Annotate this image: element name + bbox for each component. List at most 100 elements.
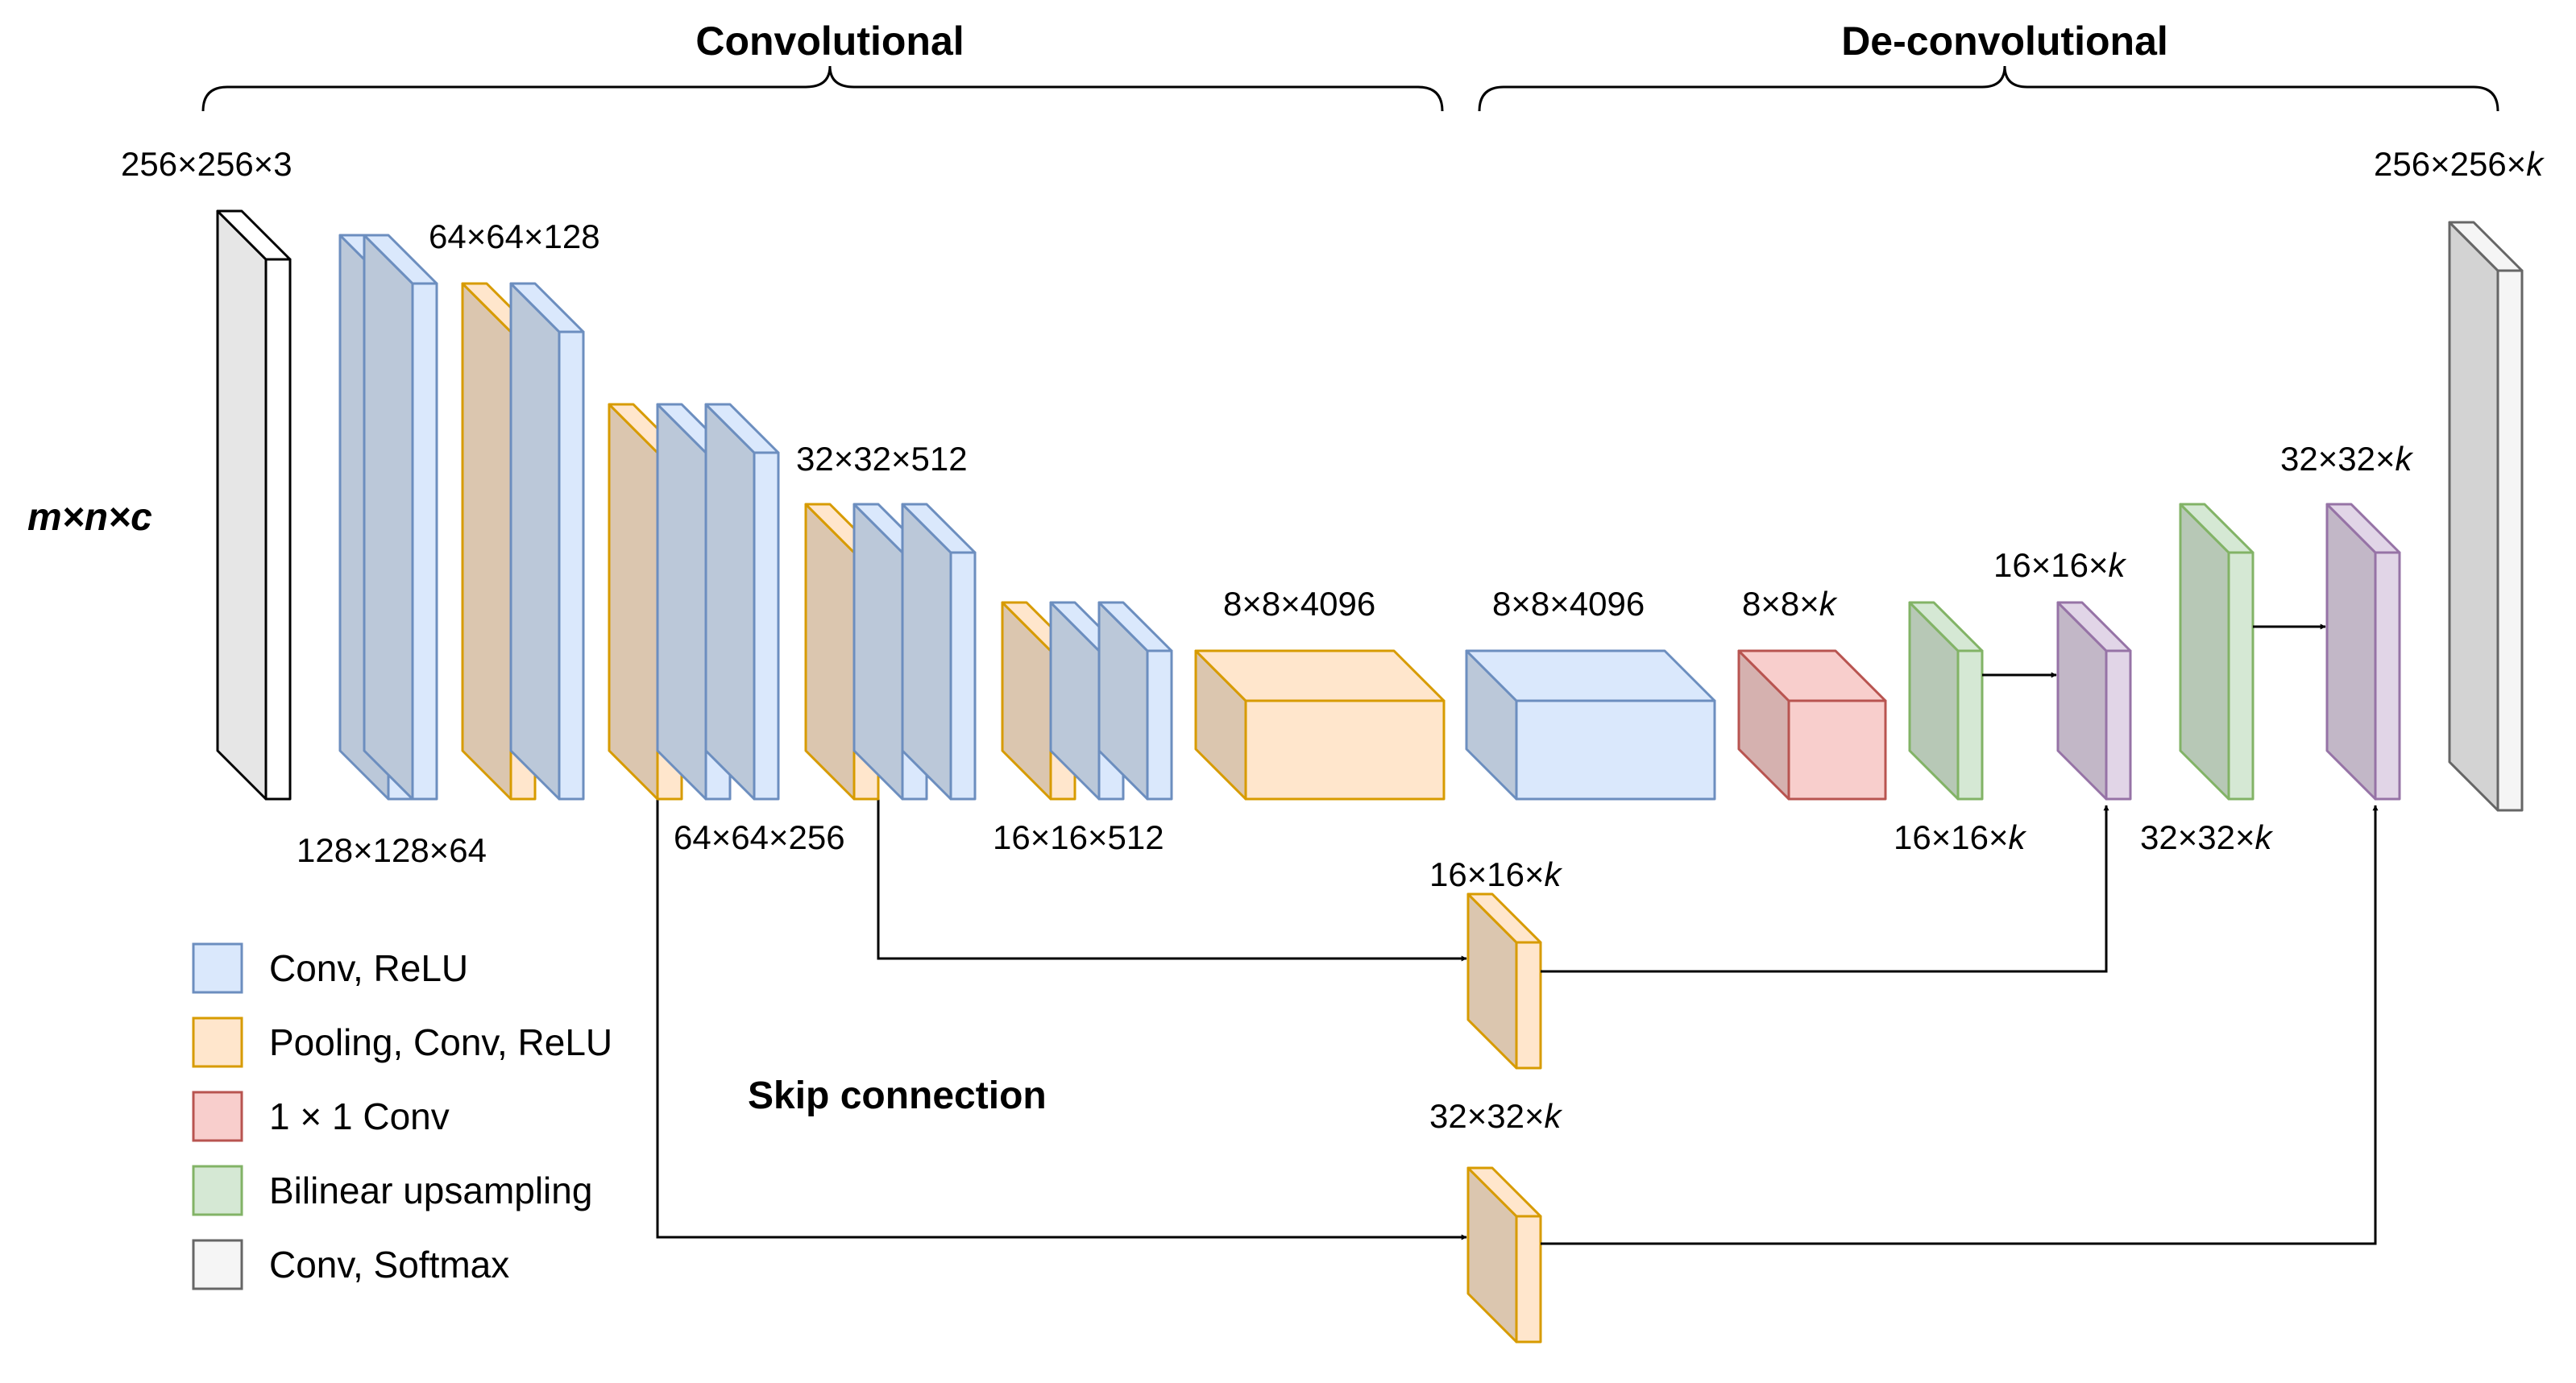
legend-label-1x1-conv: 1 × 1 Conv bbox=[269, 1095, 450, 1137]
dim-block3-top: 32×32×512 bbox=[796, 440, 968, 478]
dim-score: 8×8×k bbox=[1742, 585, 1838, 623]
dim-upsample1-text: 16×16× bbox=[1894, 818, 2009, 856]
block2-pool-side-face bbox=[461, 282, 512, 801]
upsample2-block-side-face bbox=[2179, 503, 2230, 801]
dimension-labels: 256×256×3 64×64×128 128×128×64 64×64×256… bbox=[121, 145, 2545, 1135]
skip2-input-line bbox=[656, 799, 1467, 1240]
dim-fc7: 8×8×4096 bbox=[1492, 585, 1645, 623]
dim-block4-bottom: 16×16×512 bbox=[993, 818, 1164, 856]
input-block-front-face bbox=[264, 258, 292, 801]
legend-label-conv-relu: Conv, ReLU bbox=[269, 947, 468, 989]
block4-conv-b-front-face bbox=[949, 551, 977, 801]
block3-conv-b-side-face bbox=[704, 403, 756, 801]
network-blocks bbox=[216, 209, 2524, 1344]
skip2-output-line bbox=[1541, 805, 2379, 1245]
block4-pool-side-face bbox=[804, 503, 856, 801]
skip2-pool-block-front-face bbox=[1515, 1215, 1542, 1344]
dim-fuse1-k: k bbox=[2109, 546, 2127, 584]
dim-score-text: 8×8× bbox=[1742, 585, 1819, 623]
legend-label-softmax: Conv, Softmax bbox=[269, 1244, 509, 1286]
legend-item-softmax: Conv, Softmax bbox=[192, 1239, 509, 1290]
fuse2-block-side-face bbox=[2325, 503, 2377, 801]
block2-conv-a bbox=[509, 282, 585, 801]
output-softmax-block-front-face bbox=[2496, 269, 2524, 812]
dim-upsample1-k: k bbox=[2009, 818, 2027, 856]
skip1-pool-block-front-face bbox=[1515, 941, 1542, 1070]
block5-conv-b-front-face bbox=[1146, 649, 1173, 801]
legend-label-pooling: Pooling, Conv, ReLU bbox=[269, 1021, 612, 1063]
dim-fc6: 8×8×4096 bbox=[1223, 585, 1375, 623]
block4-conv-b-side-face bbox=[901, 503, 952, 801]
legend-swatch-upsampling bbox=[192, 1165, 243, 1216]
dim-skip1: 16×16×k bbox=[1429, 855, 1563, 893]
dim-fuse1-text: 16×16× bbox=[1993, 546, 2109, 584]
legend-item-1x1-conv: 1 × 1 Conv bbox=[192, 1091, 450, 1142]
block2-conv-a-front-face bbox=[558, 330, 585, 801]
dim-block1-top: 64×64×128 bbox=[429, 217, 600, 255]
score-1x1-block-front-face bbox=[1787, 699, 1887, 801]
dim-skip1-k: k bbox=[1545, 855, 1563, 893]
upsample2-block-front-face bbox=[2227, 551, 2255, 801]
block4-conv-b bbox=[901, 503, 977, 801]
deconvolutional-heading-group: De-convolutional bbox=[1478, 19, 2499, 112]
fuse1-block-front-face bbox=[2105, 649, 2132, 801]
deconvolutional-heading: De-convolutional bbox=[1841, 19, 2168, 64]
input-block bbox=[216, 209, 292, 801]
dim-fuse2: 32×32×k bbox=[2280, 440, 2414, 478]
dim-skip2-text: 32×32× bbox=[1429, 1097, 1545, 1135]
legend-item-upsampling: Bilinear upsampling bbox=[192, 1165, 592, 1216]
convolutional-heading-group: Convolutional bbox=[201, 19, 1444, 112]
block1-conv-b-front-face bbox=[411, 282, 438, 801]
input-block-side-face bbox=[216, 209, 268, 801]
dim-input: 256×256×3 bbox=[121, 145, 292, 183]
output-softmax-block-side-face bbox=[2448, 221, 2499, 812]
skip-connection-label: Skip connection bbox=[748, 1075, 1047, 1117]
dim-fuse2-k: k bbox=[2396, 440, 2414, 478]
legend-swatch-pooling bbox=[192, 1017, 243, 1068]
block1-conv-b-side-face bbox=[363, 234, 414, 801]
dim-output-k: k bbox=[2526, 145, 2545, 183]
dim-fuse1: 16×16×k bbox=[1993, 546, 2127, 584]
block3-conv-a-side-face bbox=[656, 403, 707, 801]
fuse1-block bbox=[2056, 601, 2132, 801]
convolutional-brace bbox=[201, 65, 1444, 112]
skip1-output-line bbox=[1541, 805, 2109, 973]
input-tensor-label: m×n×c bbox=[27, 496, 152, 539]
skip1-input-line bbox=[877, 799, 1467, 962]
block5-conv-b bbox=[1097, 601, 1173, 801]
connectors bbox=[656, 799, 1467, 1240]
fc6-block bbox=[1194, 649, 1446, 801]
dim-upsample1: 16×16×k bbox=[1894, 818, 2027, 856]
convolutional-heading: Convolutional bbox=[695, 19, 964, 64]
score-1x1-block bbox=[1737, 649, 1887, 801]
block3-pool-side-face bbox=[608, 403, 659, 801]
fuse2-block bbox=[2325, 503, 2401, 801]
deconvolutional-brace bbox=[1478, 65, 2499, 112]
fc7-block-front-face bbox=[1515, 699, 1716, 801]
dim-output: 256×256×k bbox=[2374, 145, 2545, 183]
block2-conv-a-side-face bbox=[509, 282, 561, 801]
dim-block1-bottom: 128×128×64 bbox=[297, 831, 487, 869]
dim-block2-bottom: 64×64×256 bbox=[674, 818, 845, 856]
block1-conv-b bbox=[363, 234, 438, 801]
fuse2-block-front-face bbox=[2374, 551, 2401, 801]
dim-output-text: 256×256× bbox=[2374, 145, 2526, 183]
dim-skip2-k: k bbox=[1545, 1097, 1563, 1135]
block4-conv-a-side-face bbox=[852, 503, 904, 801]
fc7-block bbox=[1465, 649, 1716, 801]
legend-swatch-1x1-conv bbox=[192, 1091, 243, 1142]
dim-fuse2-text: 32×32× bbox=[2280, 440, 2396, 478]
dim-upsample2-k: k bbox=[2255, 818, 2274, 856]
skip1-pool-block bbox=[1466, 892, 1542, 1070]
upsample1-block-front-face bbox=[1956, 649, 1984, 801]
dim-score-k: k bbox=[1819, 585, 1838, 623]
legend: Conv, ReLU Pooling, Conv, ReLU 1 × 1 Con… bbox=[192, 942, 612, 1290]
skip2-pool-block bbox=[1466, 1166, 1542, 1344]
dim-skip1-text: 16×16× bbox=[1429, 855, 1545, 893]
legend-label-upsampling: Bilinear upsampling bbox=[269, 1170, 592, 1211]
block3-conv-b-front-face bbox=[753, 451, 780, 801]
dim-skip2: 32×32×k bbox=[1429, 1097, 1563, 1135]
upsample2-block bbox=[2179, 503, 2255, 801]
dim-upsample2: 32×32×k bbox=[2140, 818, 2274, 856]
